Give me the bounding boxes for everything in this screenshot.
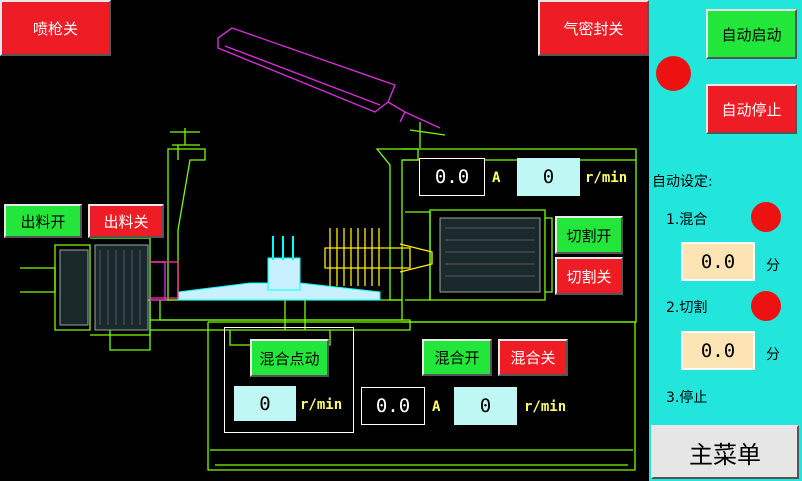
cutter-current-unit: A <box>492 170 501 186</box>
mixer-open-button[interactable]: 混合开 <box>422 339 492 376</box>
step1-label: 1.混合 <box>666 212 708 228</box>
cutter-open-button[interactable]: 切割开 <box>555 216 623 254</box>
mixer-speed-unit: r/min <box>524 399 567 415</box>
airtight-off-button[interactable]: 气密封关 <box>538 0 649 56</box>
step2-status-lamp <box>751 291 781 321</box>
discharge-close-button[interactable]: 出料关 <box>88 204 164 238</box>
main-menu-button[interactable]: 主菜单 <box>651 425 799 479</box>
step2-time-input[interactable]: 0.0 <box>681 331 755 370</box>
auto-start-button[interactable]: 自动启动 <box>706 9 797 59</box>
mixer-jog-speed-input[interactable]: 0 <box>234 386 296 421</box>
auto-status-lamp <box>656 56 691 91</box>
mixer-current-unit: A <box>432 399 441 415</box>
mixer-jog-panel <box>224 327 354 433</box>
mixer-jog-button[interactable]: 混合点动 <box>250 339 329 377</box>
discharge-open-button[interactable]: 出料开 <box>4 204 82 238</box>
cutter-speed-unit: r/min <box>585 170 628 186</box>
auto-settings-title: 自动设定: <box>652 174 713 190</box>
mixer-speed-input[interactable]: 0 <box>454 387 517 425</box>
cutter-close-button[interactable]: 切割关 <box>555 257 623 295</box>
step2-label: 2.切割 <box>666 300 708 316</box>
spray-gun-off-button[interactable]: 喷枪关 <box>0 0 111 56</box>
cutter-current-display: 0.0 <box>419 158 485 196</box>
mixer-current-display: 0.0 <box>361 387 425 425</box>
mixer-close-button[interactable]: 混合关 <box>498 339 568 376</box>
step3-label: 3.停止 <box>666 390 708 406</box>
step1-unit: 分 <box>766 258 780 274</box>
step2-unit: 分 <box>766 347 780 363</box>
auto-stop-button[interactable]: 自动停止 <box>706 84 797 134</box>
step1-status-lamp <box>751 202 781 232</box>
step1-time-input[interactable]: 0.0 <box>681 242 755 281</box>
cutter-speed-input[interactable]: 0 <box>517 158 580 196</box>
mixer-jog-speed-unit: r/min <box>300 397 343 413</box>
